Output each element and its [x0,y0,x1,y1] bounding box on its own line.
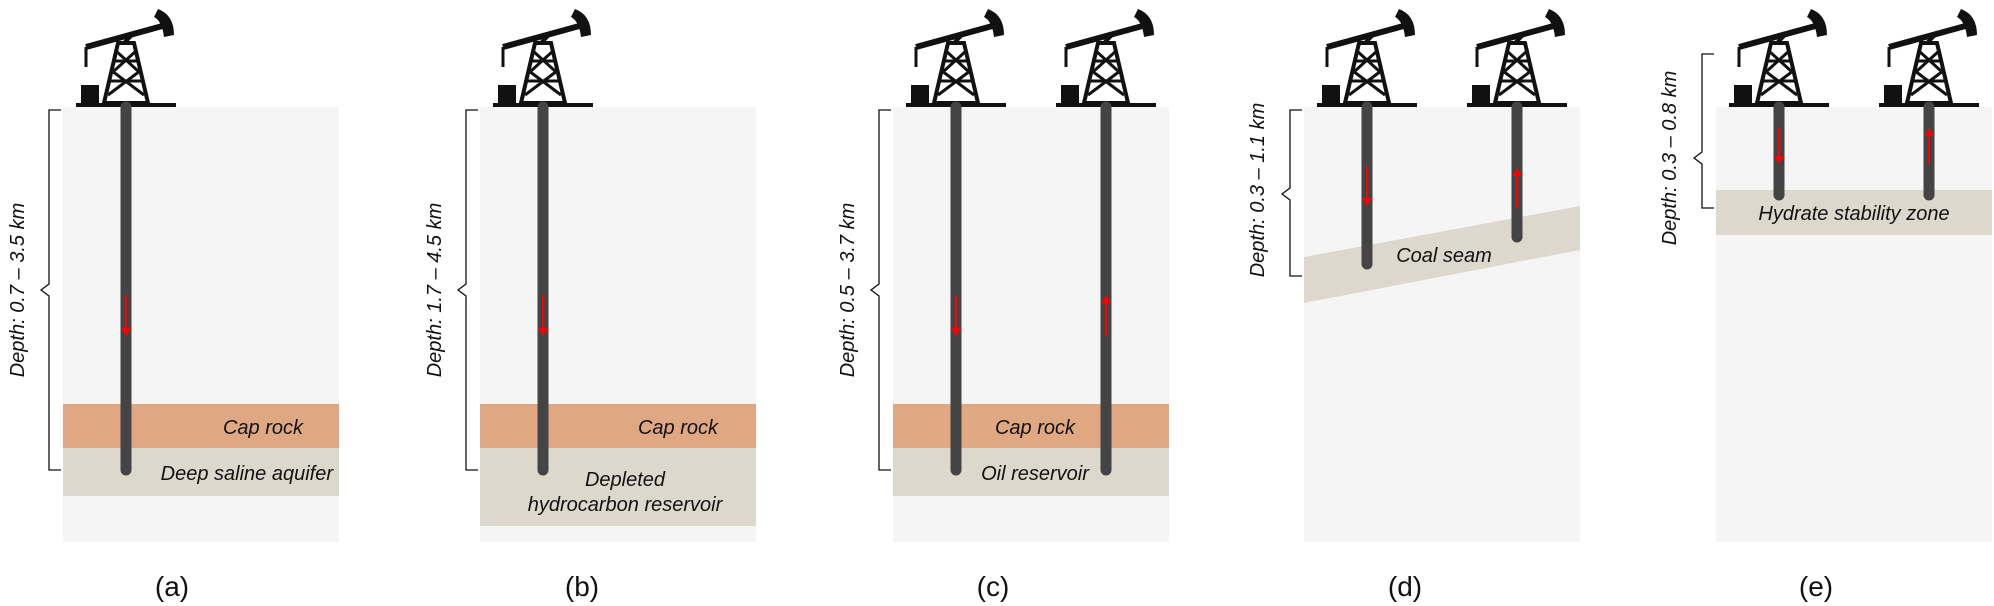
reservoir-label: Deep saline aquifer [161,463,335,485]
cap-rock-layer [63,404,339,448]
flow-arrow-icon [1512,168,1522,208]
panel-a: Depth: 0.7 – 3.5 km Cap rock Deep saline… [7,9,339,602]
depth-brace-icon [39,109,61,471]
hydrate-zone-label: Hydrate stability zone [1758,203,1949,225]
ground-column [1304,107,1580,542]
panel-caption: (b) [565,571,599,602]
reservoir-label-line1: Depleted [585,469,666,491]
panel-caption: (e) [1799,571,1833,602]
flow-arrow-icon [951,295,961,336]
reservoir-layer [480,448,756,526]
flow-arrow-icon [1101,295,1111,336]
cap-rock-label: Cap rock [638,417,719,439]
pumpjack-icon [76,9,176,107]
flow-arrow-icon [538,295,548,336]
reservoir-layer [63,448,339,496]
flow-arrow-icon [1924,128,1934,164]
pumpjack-icon [493,9,593,107]
depth-brace-icon [456,109,478,471]
reservoir-label: Oil reservoir [981,463,1090,485]
coal-seam-label: Coal seam [1396,245,1492,267]
hydrate-zone-layer [1716,190,1992,235]
depth-brace-icon [1280,109,1302,277]
panel-d: Depth: 0.3 – 1.1 km Coal seam (d) [1247,9,1580,602]
panel-e: Depth: 0.3 – 0.8 km Hydrate stability zo… [1659,9,1992,602]
pumpjack-icon [1879,9,1979,107]
cap-rock-layer [893,404,1169,448]
panel-caption: (a) [155,571,189,602]
panel-caption: (c) [977,571,1010,602]
reservoir-layer [893,448,1169,496]
depth-brace-icon [869,109,891,471]
panel-c: Depth: 0.5 – 3.7 km Cap rock Oil reservo… [837,9,1169,602]
cap-rock-label: Cap rock [995,417,1076,439]
pumpjack-icon [1056,9,1156,107]
ground-column [1716,107,1992,542]
flow-arrow-icon [1362,166,1372,206]
depth-label: Depth: 0.5 – 3.7 km [837,203,859,378]
pumpjack-icon [906,9,1006,107]
cap-rock-label: Cap rock [223,417,304,439]
pumpjack-icon [1317,9,1417,107]
pumpjack-icon [1467,9,1567,107]
depth-label: Depth: 0.3 – 0.8 km [1659,71,1681,246]
depth-label: Depth: 1.7 – 4.5 km [424,203,446,378]
reservoir-label-line2: hydrocarbon reservoir [528,494,724,516]
coal-seam-layer [1304,206,1580,303]
depth-brace-icon [1692,53,1714,209]
depth-label: Depth: 0.3 – 1.1 km [1247,103,1269,278]
depth-label: Depth: 0.7 – 3.5 km [7,203,29,378]
cap-rock-layer [480,404,756,448]
panel-caption: (d) [1388,571,1422,602]
pumpjack-icon [1729,9,1829,107]
flow-arrow-icon [121,295,131,336]
flow-arrow-icon [1774,128,1784,164]
panel-b: Depth: 1.7 – 4.5 km Cap rock Depleted hy… [424,9,756,602]
